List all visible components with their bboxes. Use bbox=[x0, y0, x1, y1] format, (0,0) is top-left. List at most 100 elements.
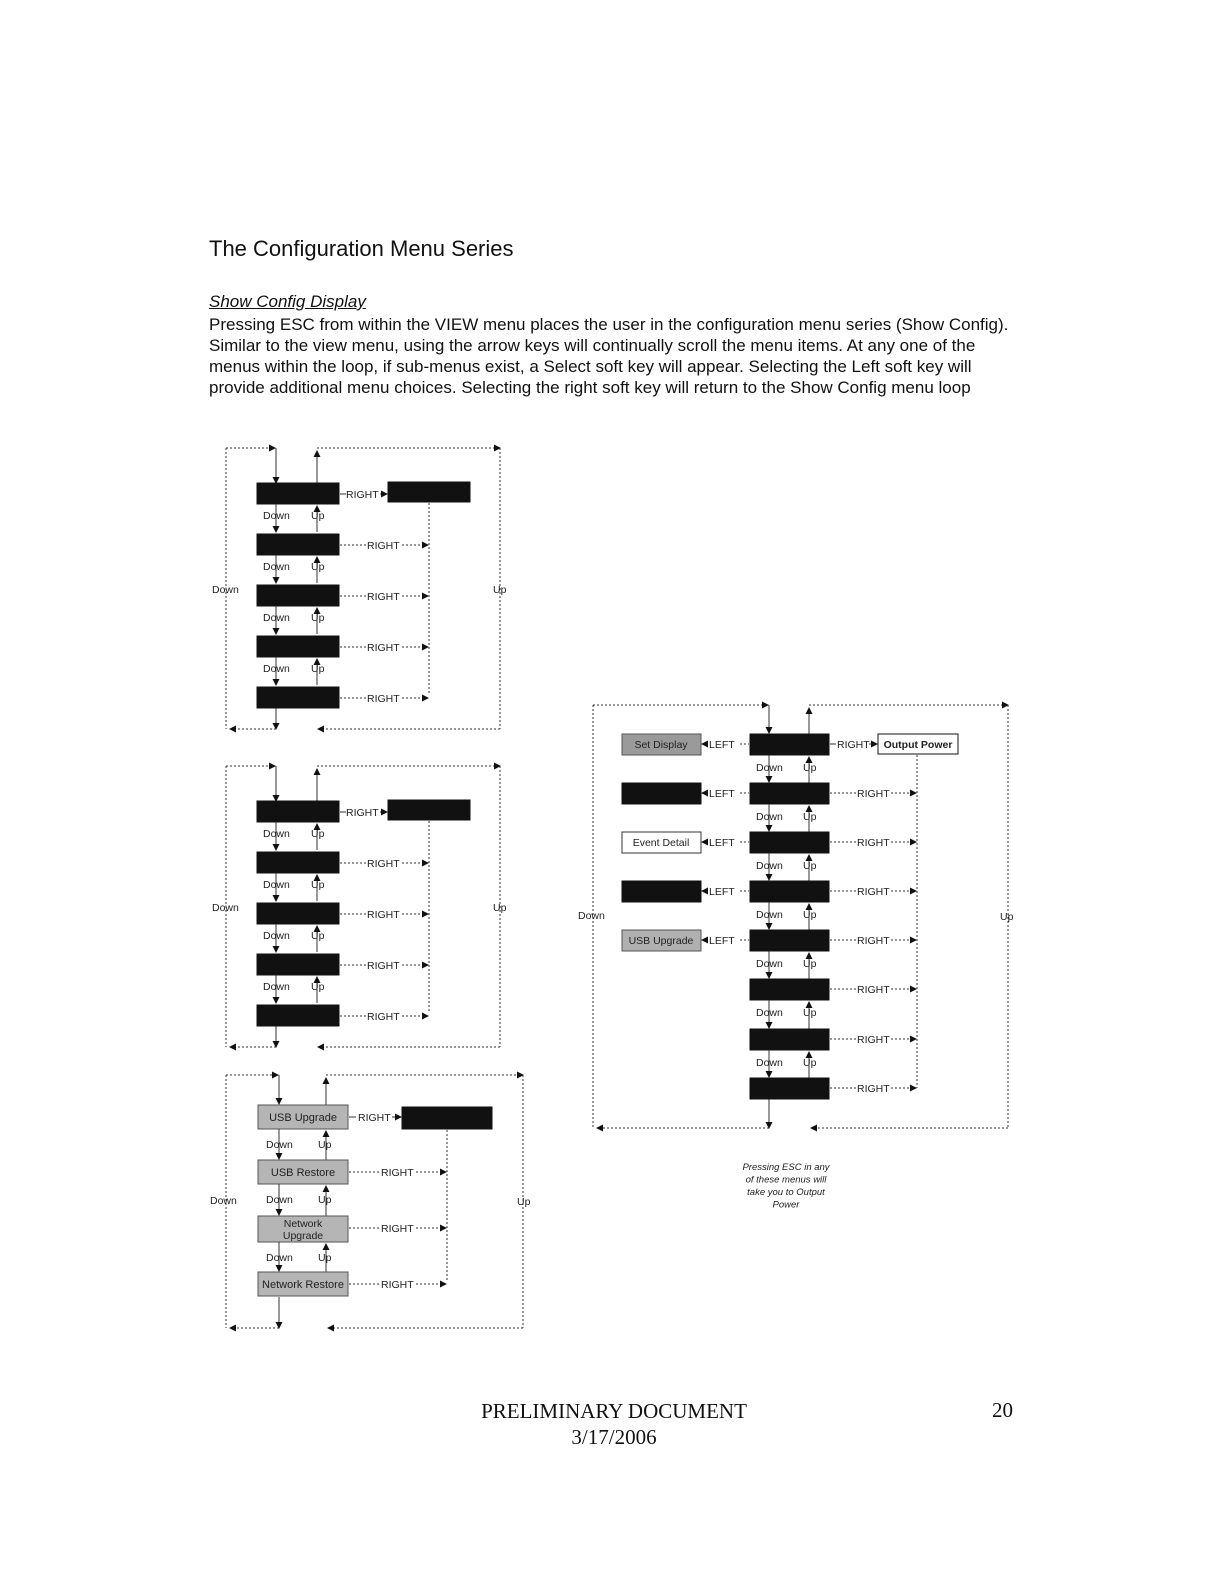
loop-up-label: Up bbox=[517, 1196, 531, 1208]
right-label: RIGHT bbox=[381, 1167, 414, 1179]
menu-box bbox=[257, 1159, 349, 1185]
down-label: Down bbox=[756, 909, 783, 921]
up-label: Up bbox=[311, 612, 325, 624]
menu-box bbox=[749, 1077, 830, 1100]
menu-box bbox=[256, 800, 340, 823]
down-label: Down bbox=[263, 612, 290, 624]
up-label: Up bbox=[311, 663, 325, 675]
up-label: Up bbox=[311, 981, 325, 993]
loop-down-label: Down bbox=[578, 910, 605, 922]
up-label: Up bbox=[311, 510, 325, 522]
up-label: Up bbox=[803, 958, 817, 970]
menu-box bbox=[256, 533, 340, 556]
down-label: Down bbox=[263, 828, 290, 840]
menu-box bbox=[749, 929, 830, 952]
menu-box-label: USB Upgrade bbox=[269, 1112, 337, 1124]
down-label: Down bbox=[263, 561, 290, 573]
loop-down-label: Down bbox=[210, 1195, 237, 1207]
right-label: RIGHT bbox=[346, 489, 379, 501]
down-label: Down bbox=[756, 860, 783, 872]
right-label: RIGHT bbox=[857, 984, 890, 996]
right-label: RIGHT bbox=[367, 642, 400, 654]
submenu-box bbox=[401, 1106, 493, 1130]
menu-box bbox=[256, 953, 340, 976]
left-submenu-label: USB Upgrade bbox=[629, 935, 694, 947]
section-body: Pressing ESC from within the VIEW menu p… bbox=[209, 315, 1009, 397]
down-label: Down bbox=[266, 1139, 293, 1151]
submenu-box bbox=[387, 481, 471, 503]
loop-up-label: Up bbox=[493, 584, 507, 596]
menu-box-label: Network bbox=[284, 1218, 323, 1230]
down-label: Down bbox=[266, 1252, 293, 1264]
down-label: Down bbox=[756, 1007, 783, 1019]
menu-box bbox=[749, 831, 830, 854]
right-label: RIGHT bbox=[367, 591, 400, 603]
left-label: LEFT bbox=[709, 935, 735, 947]
right-label: RIGHT bbox=[857, 837, 890, 849]
left-submenu-label: Set Display bbox=[634, 739, 688, 751]
left-label: LEFT bbox=[709, 837, 735, 849]
footer-doc-status: PRELIMINARY DOCUMENT bbox=[481, 1399, 747, 1423]
up-label: Up bbox=[803, 762, 817, 774]
right-label: RIGHT bbox=[837, 739, 870, 751]
up-label: Up bbox=[803, 811, 817, 823]
right-label: RIGHT bbox=[367, 693, 400, 705]
up-label: Up bbox=[803, 860, 817, 872]
left-submenu-box bbox=[621, 880, 702, 903]
page-number: 20 bbox=[992, 1398, 1013, 1422]
right-label: RIGHT bbox=[857, 788, 890, 800]
up-label: Up bbox=[803, 1007, 817, 1019]
menu-box-label: USB Restore bbox=[271, 1167, 335, 1179]
menu-box bbox=[749, 733, 830, 756]
up-label: Up bbox=[318, 1139, 332, 1151]
menu-box bbox=[256, 686, 340, 709]
menu-box bbox=[256, 482, 340, 505]
up-label: Up bbox=[803, 1057, 817, 1069]
menu-box-label: Network Restore bbox=[262, 1279, 344, 1291]
left-submenu-label: Event Detail bbox=[633, 837, 690, 849]
section-title: Show Config Display bbox=[209, 292, 366, 311]
menu-box bbox=[749, 782, 830, 805]
left-label: LEFT bbox=[709, 788, 735, 800]
menu-box bbox=[749, 880, 830, 903]
up-label: Up bbox=[311, 879, 325, 891]
right-label: RIGHT bbox=[857, 886, 890, 898]
loop-up-label: Up bbox=[493, 902, 507, 914]
menu-box bbox=[256, 902, 340, 925]
output-power-label: Output Power bbox=[884, 739, 953, 751]
down-label: Down bbox=[263, 930, 290, 942]
up-label: Up bbox=[318, 1252, 332, 1264]
right-label: RIGHT bbox=[857, 1034, 890, 1046]
down-label: Down bbox=[756, 1057, 783, 1069]
esc-note-line: Pressing ESC in any bbox=[742, 1162, 830, 1173]
submenu-box bbox=[387, 799, 471, 821]
menu-box bbox=[256, 635, 340, 658]
loop-up-label: Up bbox=[1000, 911, 1014, 923]
right-label: RIGHT bbox=[367, 909, 400, 921]
left-label: LEFT bbox=[709, 739, 735, 751]
menu-box-label: Upgrade bbox=[283, 1230, 323, 1242]
down-label: Down bbox=[756, 811, 783, 823]
left-label: LEFT bbox=[709, 886, 735, 898]
up-label: Up bbox=[803, 909, 817, 921]
right-label: RIGHT bbox=[381, 1223, 414, 1235]
footer: PRELIMINARY DOCUMENT 3/17/2006 bbox=[0, 1398, 1228, 1450]
output-power-box bbox=[877, 733, 959, 755]
right-label: RIGHT bbox=[857, 1083, 890, 1095]
down-label: Down bbox=[263, 510, 290, 522]
up-label: Up bbox=[311, 930, 325, 942]
left-submenu-box bbox=[621, 782, 702, 805]
loop-down-label: Down bbox=[212, 902, 239, 914]
menu-box bbox=[257, 1215, 349, 1243]
up-label: Up bbox=[318, 1194, 332, 1206]
down-label: Down bbox=[266, 1194, 293, 1206]
down-label: Down bbox=[263, 879, 290, 891]
right-label: RIGHT bbox=[367, 960, 400, 972]
loop-down-label: Down bbox=[212, 584, 239, 596]
right-label: RIGHT bbox=[346, 807, 379, 819]
menu-box bbox=[749, 978, 830, 1001]
menu-box bbox=[257, 1104, 349, 1130]
down-label: Down bbox=[756, 958, 783, 970]
menu-box bbox=[256, 1004, 340, 1027]
